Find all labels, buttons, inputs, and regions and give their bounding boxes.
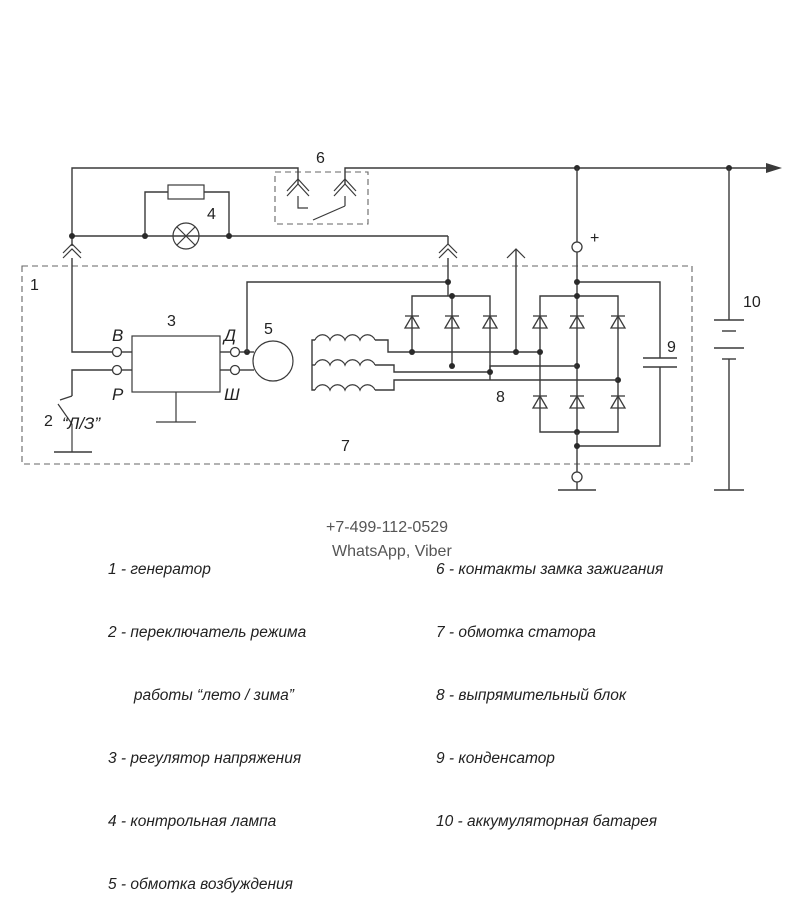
pin-r: Р <box>112 385 124 404</box>
mode-switch <box>54 395 92 453</box>
legend-item: 2 - переключатель режима <box>108 624 307 641</box>
label-7: 7 <box>341 438 350 455</box>
label-2: 2 <box>44 413 53 430</box>
pin-d: Д <box>222 326 236 345</box>
ignition-contacts-boundary <box>274 171 369 225</box>
watermark-apps: WhatsApp, Viber <box>332 543 452 560</box>
capacitor-icon <box>574 279 677 449</box>
control-lamp-icon <box>172 222 200 250</box>
legend-item: работы “лето / зима” <box>108 687 294 704</box>
legend-item: 3 - регулятор напряжения <box>108 750 302 767</box>
legend-item: 1 - генератор <box>108 561 211 578</box>
label-mode-switch: “Л/З” <box>62 414 101 433</box>
pin-sh: Ш <box>224 385 240 404</box>
resistor <box>167 184 205 200</box>
legend-item: 6 - контакты замка зажигания <box>436 561 664 578</box>
legend-item: 8 - выпрямительный блок <box>436 687 627 704</box>
legend-item: 7 - обмотка статора <box>436 624 596 641</box>
legend-item: 9 - конденсатор <box>436 750 555 767</box>
label-9: 9 <box>667 339 676 356</box>
connector-mid <box>506 248 526 352</box>
legend-item: 4 - контрольная лампа <box>108 813 277 830</box>
stator-windings <box>311 334 540 392</box>
generator-boundary <box>21 265 693 465</box>
auxiliary-diode-bridge <box>404 258 519 380</box>
watermark-phone: +7-499-112-0529 <box>326 519 449 536</box>
connector-left <box>62 243 82 259</box>
label-1: 1 <box>30 277 39 294</box>
label-5: 5 <box>264 321 273 338</box>
legend-right: 6 - контакты замка зажигания 7 - обмотка… <box>436 517 663 853</box>
pin-b: В <box>112 326 123 345</box>
legend-left: 1 - генератор 2 - переключатель режима р… <box>108 517 306 916</box>
excitation-winding-icon <box>252 340 294 382</box>
positive-terminal <box>571 168 583 296</box>
control-lamp-branch <box>69 184 448 250</box>
connector-d <box>438 236 458 259</box>
ignition-switch-contacts <box>286 178 357 221</box>
label-4: 4 <box>207 206 216 223</box>
rectifier-block <box>532 293 626 491</box>
main-positive-line <box>71 163 782 246</box>
label-plus: + <box>590 230 599 247</box>
legend-item: 5 - обмотка возбуждения <box>108 876 293 893</box>
wiring-diagram: 6 4 + 1 10 3 5 9 8 2 “Л/З” 7 В Р Д Ш <box>21 150 782 491</box>
label-10: 10 <box>743 294 761 311</box>
label-3: 3 <box>167 313 176 330</box>
label-8: 8 <box>496 389 505 406</box>
label-6: 6 <box>316 150 325 167</box>
legend-item: 10 - аккумуляторная батарея <box>436 813 658 830</box>
battery-icon <box>714 168 744 491</box>
voltage-regulator <box>71 258 448 423</box>
